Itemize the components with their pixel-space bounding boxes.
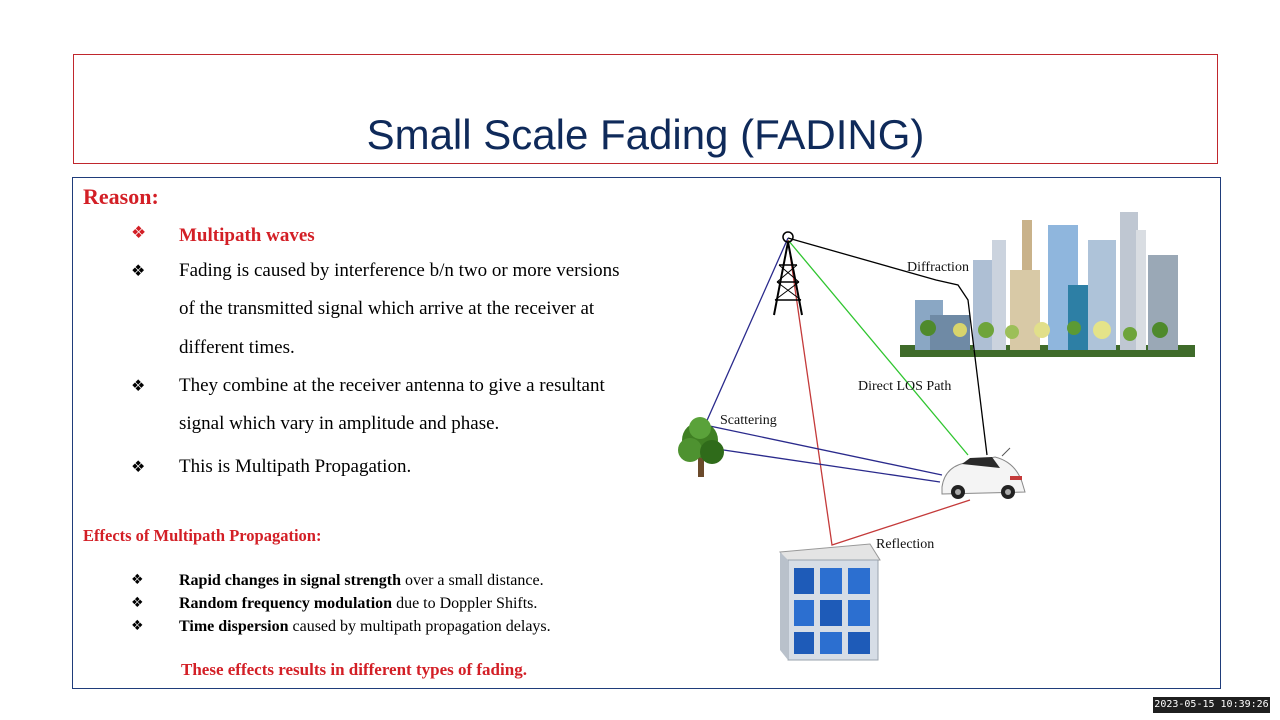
bullet-text-line: Fading is caused by interference b/n two… — [179, 260, 620, 281]
bullet-icon: ❖ — [131, 572, 144, 588]
reflection-path — [787, 239, 971, 546]
content-frame — [72, 177, 1221, 689]
bullet-icon: ❖ — [131, 223, 147, 243]
effect-item-bold: Rapid changes in signal strength — [179, 572, 401, 589]
bullet-icon: ❖ — [131, 261, 146, 280]
effect-item-bold: Time dispersion — [179, 618, 289, 635]
bullet-text-line: This is Multipath Propagation. — [179, 456, 412, 477]
reflection-building — [779, 543, 881, 661]
scatter-tree — [678, 417, 724, 477]
bullet-icon: ❖ — [131, 376, 146, 395]
bullet-text-line: They combine at the receiver antenna to … — [179, 375, 605, 396]
scattering-label: Scattering — [720, 413, 777, 428]
scattering-path — [709, 447, 941, 483]
effect-item: Random frequency modulation due to Doppl… — [179, 595, 537, 613]
diffraction-label: Diffraction — [907, 260, 969, 275]
effect-item-rest: caused by multipath propagation delays. — [288, 618, 551, 635]
bullet-text-multipath: Multipath waves — [179, 225, 315, 246]
bullet-text-line: different times. — [179, 337, 295, 358]
receiver-car — [941, 447, 1026, 499]
effect-item-rest: over a small distance. — [400, 572, 544, 589]
multipath-diagram: Diffraction Direct LOS Path Scattering R… — [678, 212, 1195, 661]
effect-item-bold: Random frequency modulation — [179, 595, 393, 612]
bullet-text-line: signal which vary in amplitude and phase… — [179, 413, 500, 434]
slide-title: Small Scale Fading (FADING) — [366, 111, 925, 158]
diffraction-path — [787, 237, 988, 456]
timestamp-badge: 2023-05-15 10:39:26 — [1153, 697, 1270, 713]
direct-los-label: Direct LOS Path — [858, 379, 951, 394]
effect-item: Time dispersion caused by multipath prop… — [179, 618, 551, 636]
bullet-icon: ❖ — [131, 618, 144, 634]
effects-heading: Effects of Multipath Propagation: — [83, 526, 322, 545]
reflection-label: Reflection — [876, 537, 934, 552]
bullet-icon: ❖ — [131, 457, 146, 476]
bullet-icon: ❖ — [131, 595, 144, 611]
transmitter-tower — [773, 231, 803, 316]
effect-item-rest: due to Doppler Shifts. — [392, 595, 538, 612]
reason-heading: Reason: — [83, 184, 159, 209]
direct-los-path — [787, 239, 969, 456]
city-skyline — [900, 212, 1195, 357]
effects-conclusion: These effects results in different types… — [181, 660, 527, 679]
effect-item: Rapid changes in signal strength over a … — [179, 572, 544, 590]
title-frame: Small Scale Fading (FADING) — [73, 54, 1218, 164]
bullet-text-line: of the transmitted signal which arrive a… — [179, 298, 595, 319]
